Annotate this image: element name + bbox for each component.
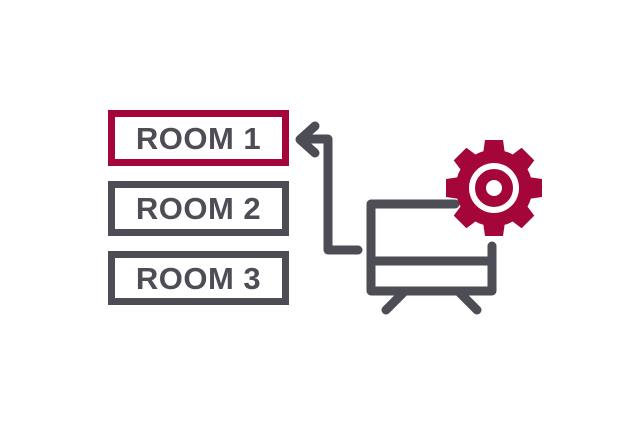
room-2-label: ROOM 2 [135, 191, 262, 226]
room-item-1[interactable]: ROOM 1 [108, 110, 289, 166]
room-3-inner-border [120, 263, 277, 293]
gear-icon[interactable] [446, 140, 542, 236]
television-icon [366, 199, 497, 315]
elbow-arrow-left-icon [295, 121, 363, 255]
room-1-inner-border [120, 122, 277, 154]
room-2-inner-border [120, 193, 277, 224]
room-3-label: ROOM 3 [135, 260, 262, 296]
room-item-2[interactable]: ROOM 2 [108, 181, 289, 236]
room-item-3[interactable]: ROOM 3 [108, 251, 289, 305]
room-1-label: ROOM 1 [135, 120, 262, 156]
